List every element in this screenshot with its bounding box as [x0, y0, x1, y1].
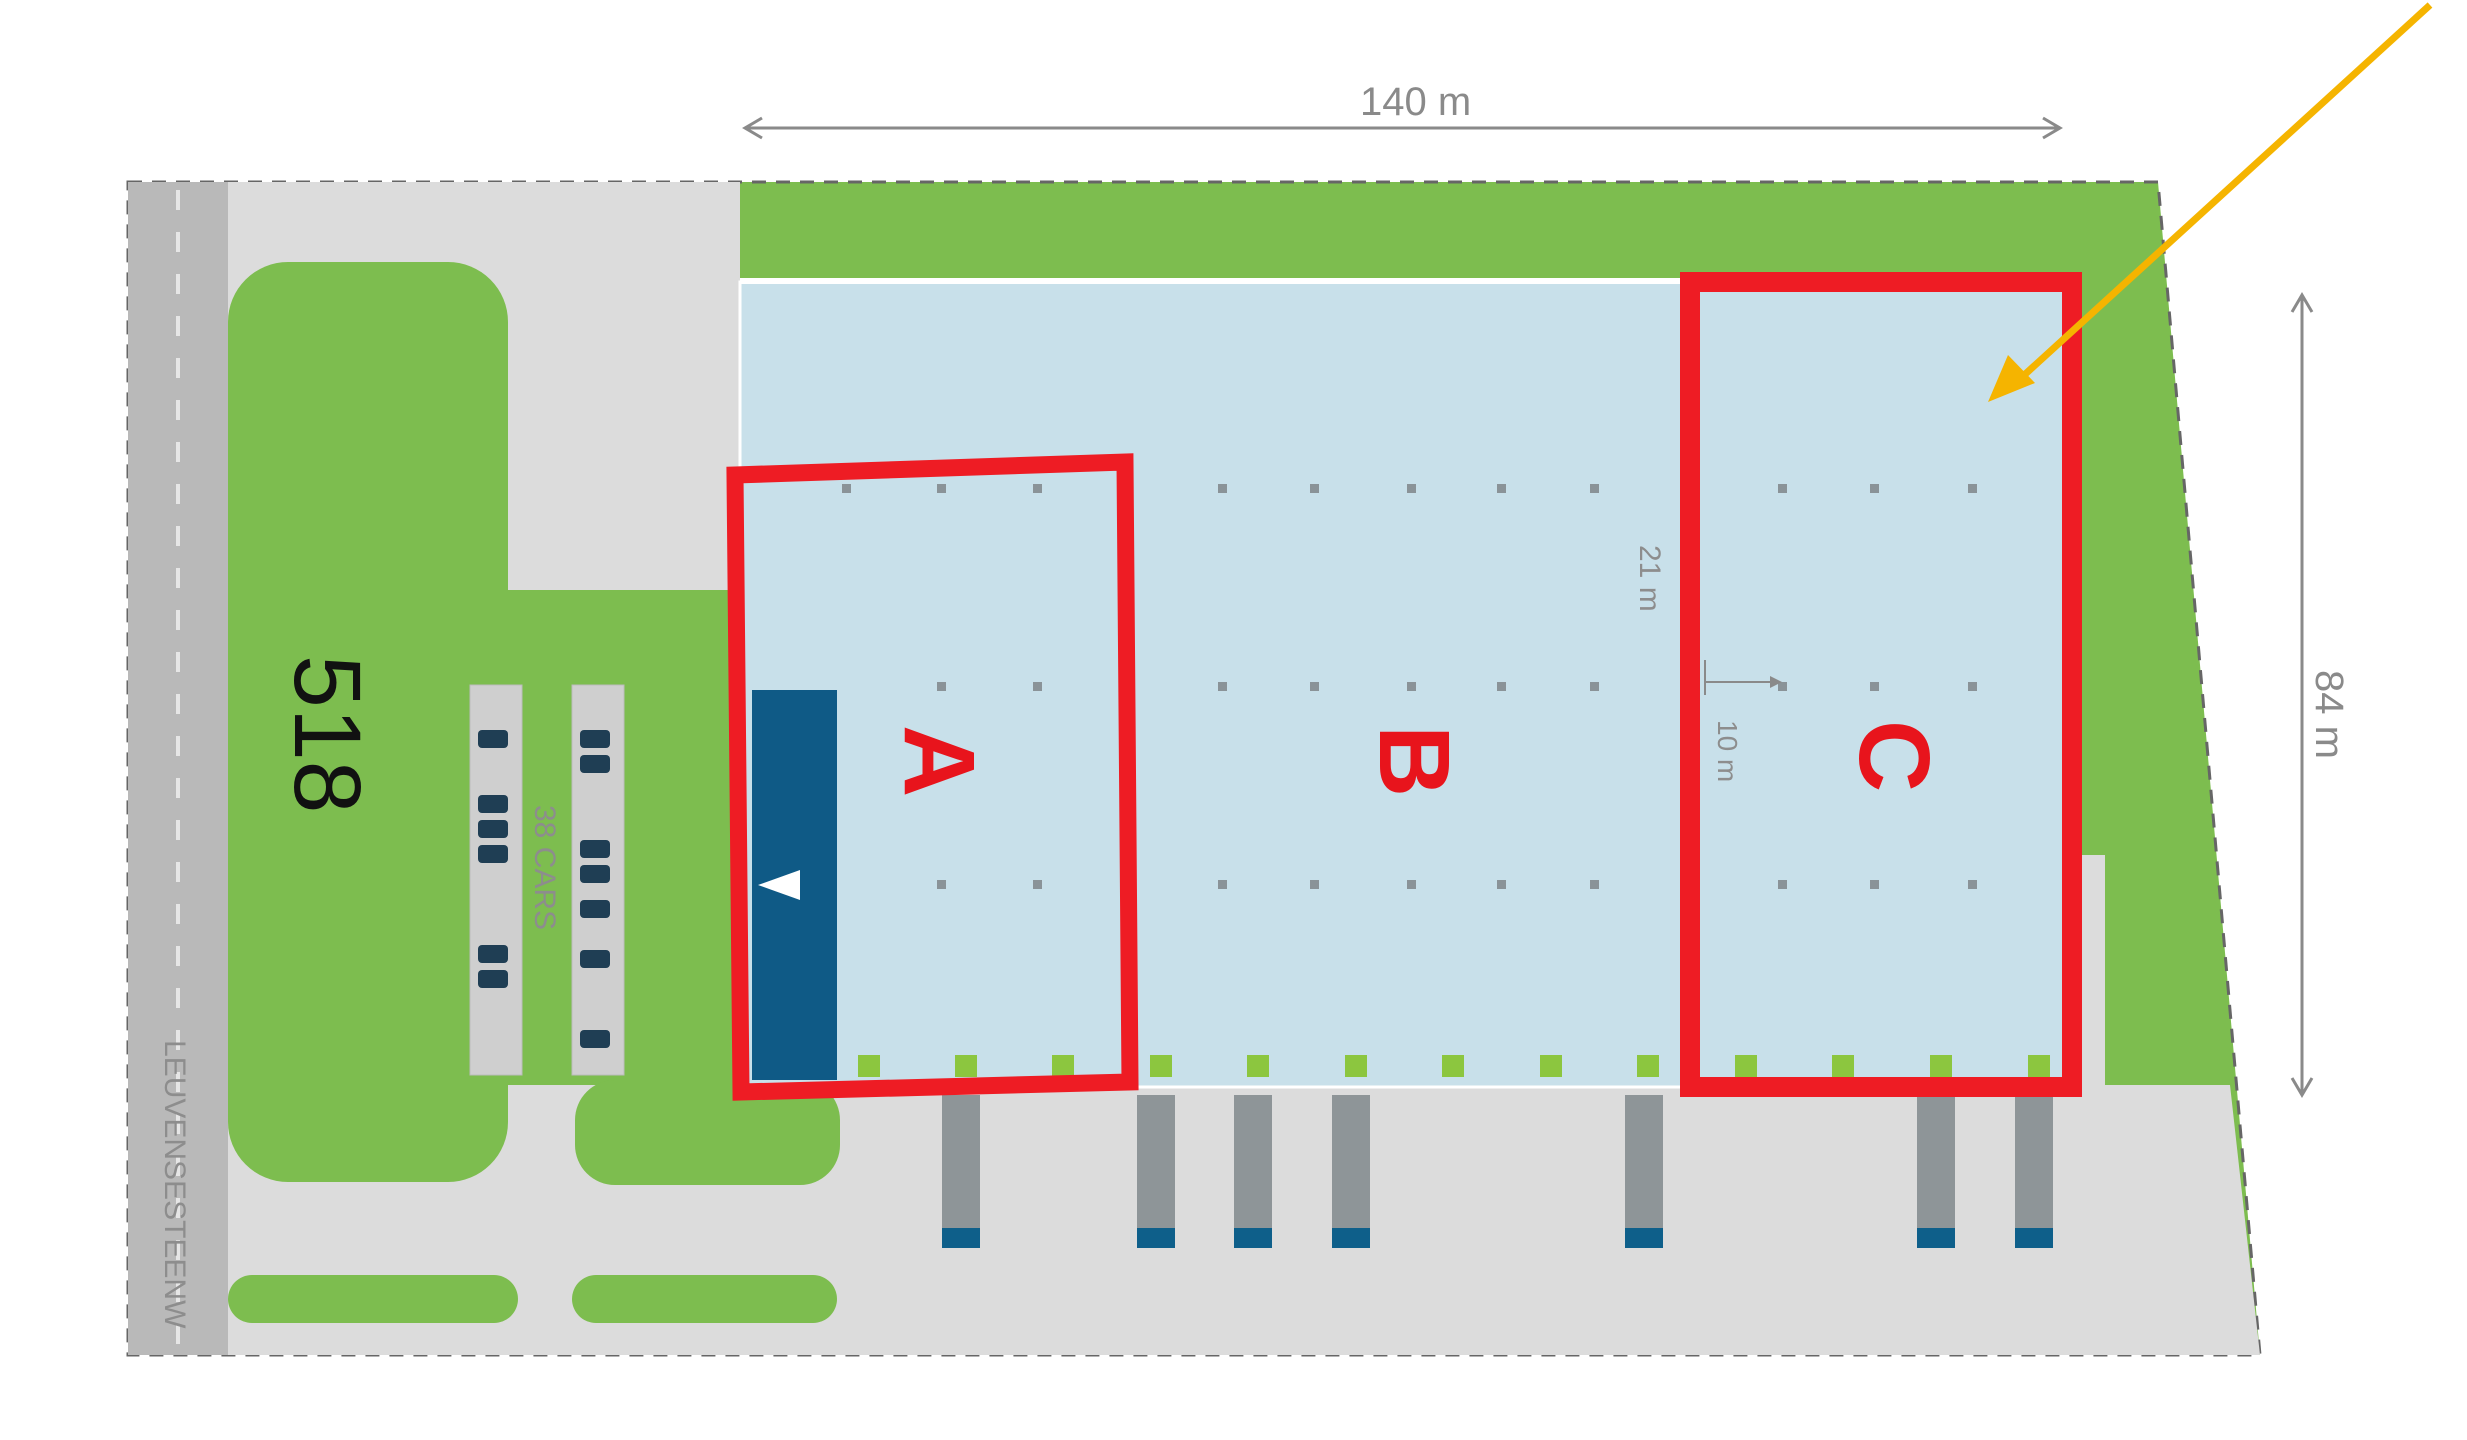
plot-number: 518: [274, 655, 380, 814]
truck-icon: [1625, 1095, 1663, 1248]
pointer-arrow-icon: [1988, 2, 2433, 402]
truck-icon: [1234, 1095, 1272, 1248]
truck-icon: [1137, 1095, 1175, 1248]
truck-icon: [2015, 1095, 2053, 1248]
entrance-arrow-icon: [758, 870, 800, 900]
column-grid: [842, 484, 1977, 889]
grass-strip-1: [228, 1275, 518, 1323]
parking-label: 38 CARS: [528, 805, 561, 930]
grid-spacing-label: 10 m: [1712, 720, 1743, 782]
grass-island-low: [575, 1080, 840, 1185]
road-name: LEUVENSESTEENW: [158, 1040, 191, 1329]
zone-a-label: A: [883, 725, 995, 797]
truck-icon: [1332, 1095, 1370, 1248]
grass-island-main: [228, 262, 508, 1182]
width-label: 140 m: [1360, 80, 1471, 124]
zone-c-outline: [1680, 272, 2082, 1097]
truck-icons: [942, 1095, 2053, 1248]
zone-a-outline: [726, 453, 1139, 1101]
truck-icon: [1917, 1095, 1955, 1248]
zone-c-label: C: [1838, 720, 1950, 792]
warehouse-building: [738, 280, 2067, 1089]
width-dimension-line: [742, 116, 2063, 140]
paving-right-strip: [2080, 855, 2105, 1085]
parking-area: 38 CARS: [469, 684, 625, 1076]
bay-width-label: 21 m: [1633, 545, 1666, 612]
building-top-edge: [740, 278, 2065, 284]
depth-dimension-line: [2290, 292, 2314, 1098]
paving-bottom: [228, 1085, 2228, 1355]
dock-markers: [858, 1055, 2050, 1077]
grid-spacing-marker: [1704, 660, 1782, 695]
depth-label: 84 m: [2307, 670, 2351, 759]
car-icon: [478, 730, 610, 1048]
truck-icon: [942, 1095, 980, 1248]
grass-strip-2: [572, 1275, 837, 1323]
zone-b-label: B: [1358, 725, 1470, 797]
